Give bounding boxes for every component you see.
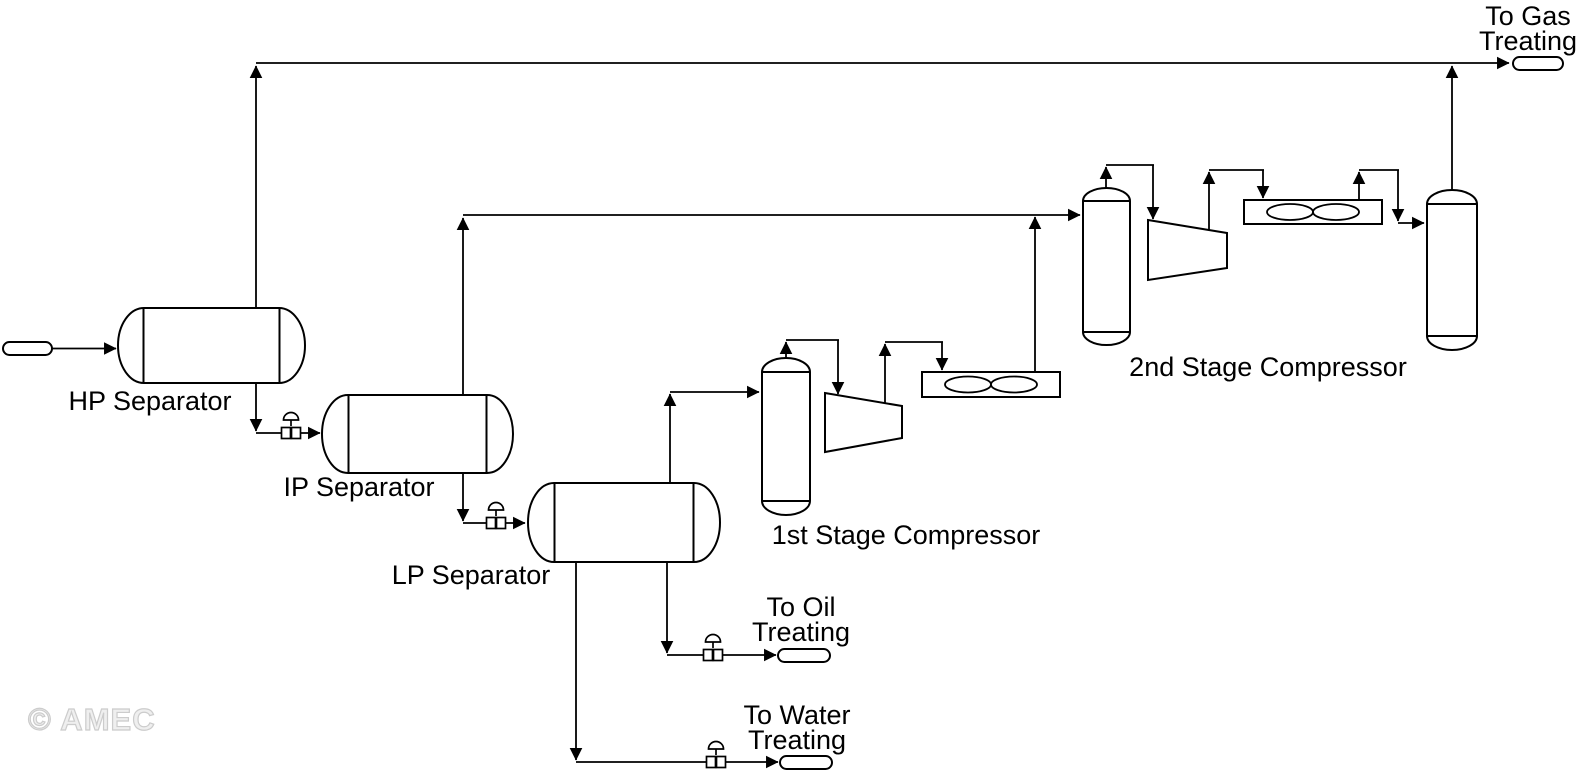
amec-watermark: © AMEC: [27, 701, 156, 737]
fan-blade-icon: [1312, 203, 1360, 221]
ip-separator-vessel: [321, 394, 514, 474]
oil-treating-label-line1: To Oil: [766, 592, 836, 622]
gas-treating-label: To Gas Treating: [1478, 1, 1578, 56]
second-stage-suction-scrubber: [1082, 187, 1131, 346]
lp-separator-label: LP Separator: [391, 560, 551, 590]
oil-treating-label: To Oil Treating: [751, 592, 851, 647]
gas-treating-label-line1: To Gas: [1485, 1, 1571, 31]
control-valve-icon: [702, 633, 724, 662]
fan-blade-icon: [1266, 203, 1314, 221]
gas-treating-label-line2: Treating: [1478, 26, 1578, 56]
water-treating-label-line2: Treating: [747, 725, 847, 755]
hp-separator-label: HP Separator: [68, 386, 232, 416]
oil-treating-connector: [777, 648, 831, 663]
second-stage-compressor-symbol: [1147, 218, 1228, 282]
second-stage-compressor-label: 2nd Stage Compressor: [1129, 352, 1407, 382]
fan-blade-icon: [944, 375, 992, 394]
discharge-ko-drum: [1426, 189, 1478, 351]
control-valve-icon: [705, 740, 727, 769]
control-valve-icon: [485, 501, 507, 530]
water-treating-label: To Water Treating: [743, 700, 851, 755]
oil-treating-label-line2: Treating: [751, 617, 851, 647]
lp-separator-vessel: [527, 482, 721, 563]
first-stage-air-cooler: [921, 371, 1061, 398]
second-stage-air-cooler: [1243, 199, 1383, 225]
ip-separator-label: IP Separator: [283, 472, 435, 502]
gas-treating-connector: [1512, 56, 1564, 71]
hp-separator-vessel: [117, 307, 306, 384]
first-stage-suction-scrubber: [761, 357, 811, 516]
feed-stream-connector: [2, 341, 53, 356]
water-treating-connector: [779, 755, 833, 770]
fan-blade-icon: [990, 375, 1038, 394]
water-treating-label-line1: To Water: [743, 700, 851, 730]
first-stage-compressor-label: 1st Stage Compressor: [771, 520, 1041, 550]
first-stage-compressor-symbol: [824, 391, 903, 454]
control-valve-icon: [280, 411, 302, 440]
